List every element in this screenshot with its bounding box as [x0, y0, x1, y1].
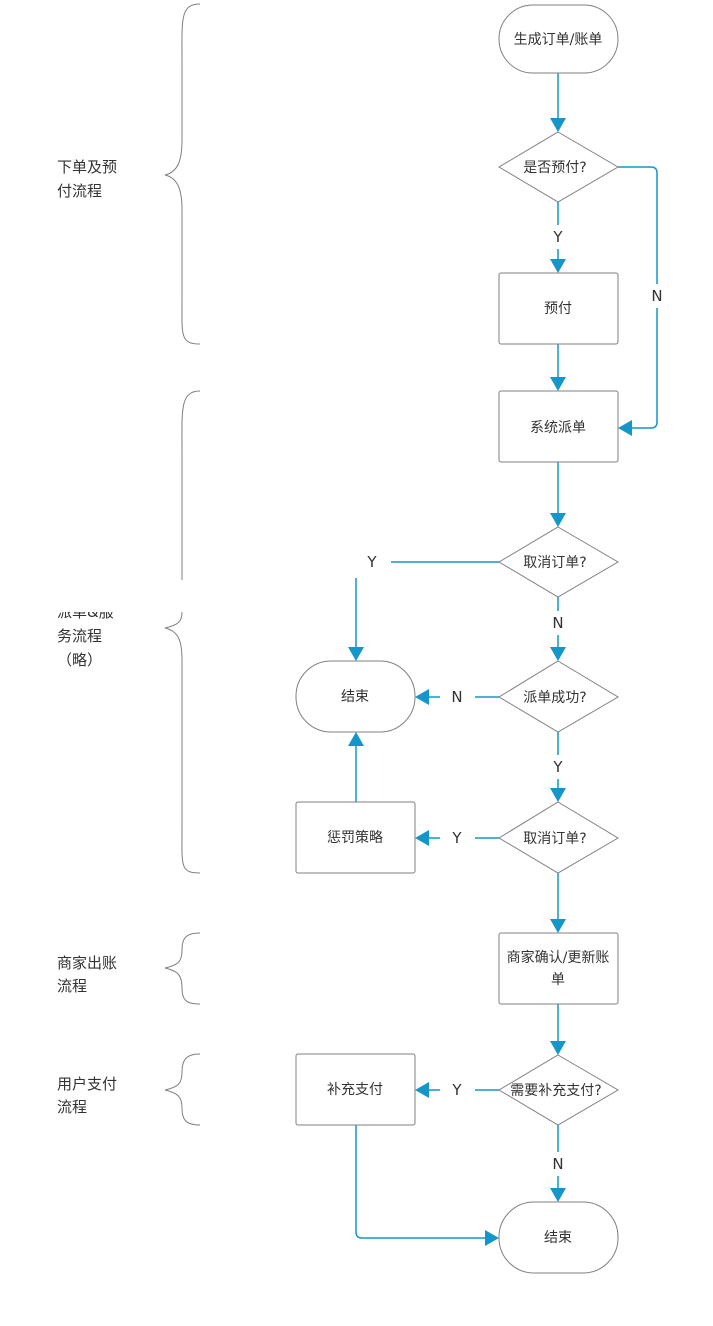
edge-label-supplement-yes: Y: [451, 1081, 462, 1099]
edge-label-prepay-yes: Y: [552, 228, 563, 246]
edge-label-cancel1-no: N: [552, 614, 563, 632]
node-start: 生成订单/账单: [498, 4, 619, 74]
edge-supplement-to-end: [355, 1125, 485, 1239]
node-cancel-question-2-label: 取消订单?: [523, 831, 586, 847]
edge-label-dispatch-yes: Y: [552, 758, 563, 776]
node-supplement-payment: 补充支付: [295, 1053, 416, 1126]
arrowhead: [348, 647, 364, 661]
brace-order-prepay: [164, 3, 201, 345]
lane-label-user-payment: 用户支付 流程: [57, 1075, 122, 1116]
node-start-label: 生成订单/账单: [514, 32, 603, 48]
node-dispatch: 系统派单: [498, 390, 619, 463]
arrowhead: [485, 1230, 499, 1246]
arrowhead: [415, 1082, 429, 1098]
brace-merchant-billing: [164, 932, 201, 1005]
node-penalty: 惩罚策略: [295, 801, 416, 874]
edge-label-prepay-no: N: [651, 287, 662, 305]
edge-label-cancel1-yes: Y: [366, 553, 377, 571]
arrowhead: [550, 919, 566, 933]
edges: [348, 73, 658, 1246]
node-merchant-confirm: 商家确认/更新账 单: [498, 932, 619, 1005]
arrowhead: [550, 513, 566, 527]
node-dispatch-label: 系统派单: [530, 420, 586, 436]
arrowhead: [550, 647, 566, 661]
brace-user-payment: [164, 1053, 201, 1126]
node-supplement-payment-label: 补充支付: [327, 1082, 383, 1098]
edge-label-dispatch-no: N: [451, 688, 462, 706]
arrowhead: [550, 118, 566, 132]
node-dispatch-success-question-label: 派单成功?: [523, 690, 586, 706]
edge-prepay-no: [618, 166, 658, 429]
node-dispatch-success-question: 派单成功?: [498, 660, 619, 733]
node-end-1: 结束: [295, 660, 416, 733]
lane-label-dispatch-service: 派单&服 务流程 （略）: [57, 603, 118, 669]
edge-label-supplement-no: N: [552, 1155, 563, 1173]
brace-dispatch-service: [164, 390, 201, 874]
node-supplement-question-label: 需要补充支付?: [510, 1083, 601, 1099]
node-cancel-question-1: 取消订单?: [498, 526, 619, 598]
node-prepay-question-label: 是否预付?: [523, 160, 586, 176]
arrowhead: [550, 259, 566, 273]
node-merchant-confirm-label-2: 单: [551, 972, 565, 988]
arrowhead: [415, 830, 429, 846]
arrowhead: [550, 1041, 566, 1055]
node-end-2: 结束: [498, 1201, 619, 1274]
arrowhead: [550, 377, 566, 391]
arrowhead: [550, 1188, 566, 1202]
node-prepay: 预付: [498, 272, 619, 345]
node-cancel-question-1-label: 取消订单?: [523, 555, 586, 571]
arrowhead: [618, 420, 632, 436]
node-end-1-label: 结束: [341, 689, 369, 705]
node-end-2-label: 结束: [544, 1230, 572, 1246]
lane-label-order-prepay: 下单及预 付流程: [57, 158, 122, 200]
lane-label-merchant-billing: 商家出账 流程: [57, 954, 122, 995]
arrowhead: [415, 689, 429, 705]
node-cancel-question-2: 取消订单?: [498, 801, 619, 874]
arrowhead: [348, 732, 364, 746]
node-merchant-confirm-label-1: 商家确认/更新账: [507, 949, 610, 966]
node-supplement-question: 需要补充支付?: [498, 1054, 619, 1126]
edge-label-cancel2-yes: Y: [451, 829, 462, 847]
edge-cancel1-yes: [355, 561, 499, 649]
arrowhead: [550, 788, 566, 802]
node-prepay-label: 预付: [544, 301, 572, 317]
node-penalty-label: 惩罚策略: [327, 829, 383, 846]
node-prepay-question: 是否预付?: [498, 131, 619, 203]
